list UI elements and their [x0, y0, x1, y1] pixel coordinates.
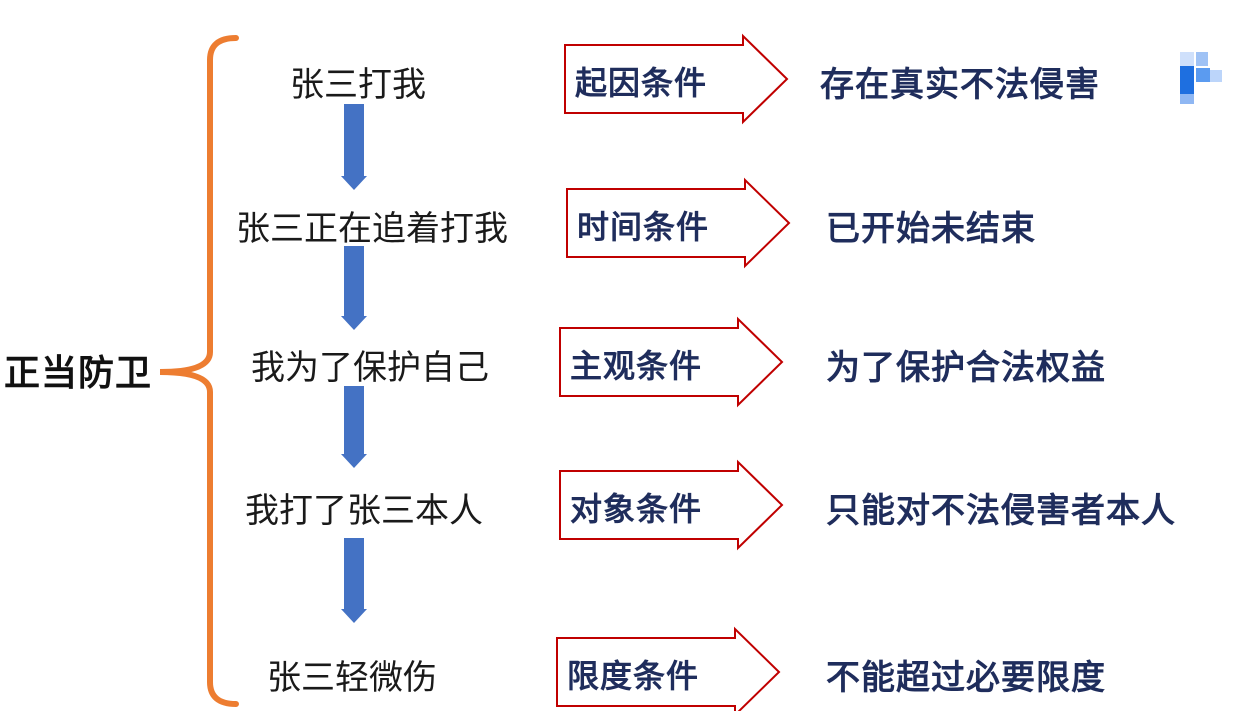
scenario-text: 张三轻微伤	[267, 658, 437, 698]
requirement-text: 只能对不法侵害者本人	[826, 491, 1176, 531]
requirement-text: 为了保护合法权益	[826, 348, 1106, 388]
requirement-text: 已开始未结束	[826, 209, 1036, 249]
condition-label: 主观条件	[570, 347, 703, 385]
block-arrow-right-icon	[564, 33, 789, 125]
arrow-down-icon	[341, 246, 367, 330]
logo-icon	[1178, 48, 1228, 108]
root-label: 正当防卫	[4, 353, 153, 394]
condition-label: 起因条件	[575, 64, 708, 102]
bracket	[159, 35, 239, 707]
condition-label: 对象条件	[570, 490, 703, 528]
block-arrow-right-icon	[559, 316, 784, 408]
condition-label: 时间条件	[577, 208, 710, 246]
block-arrow-right-icon	[566, 177, 791, 269]
scenario-text: 我为了保护自己	[251, 348, 489, 388]
requirement-text: 不能超过必要限度	[826, 658, 1106, 698]
condition-label: 限度条件	[567, 657, 700, 695]
scenario-text: 我打了张三本人	[245, 491, 483, 531]
block-arrow-right-icon	[556, 626, 781, 711]
arrow-down-icon	[341, 386, 367, 468]
scenario-text: 张三正在追着打我	[236, 209, 508, 249]
arrow-down-icon	[341, 538, 367, 623]
arrow-down-icon	[341, 104, 367, 190]
block-arrow-right-icon	[559, 459, 784, 551]
requirement-text: 存在真实不法侵害	[820, 65, 1100, 105]
scenario-text: 张三打我	[290, 65, 426, 105]
